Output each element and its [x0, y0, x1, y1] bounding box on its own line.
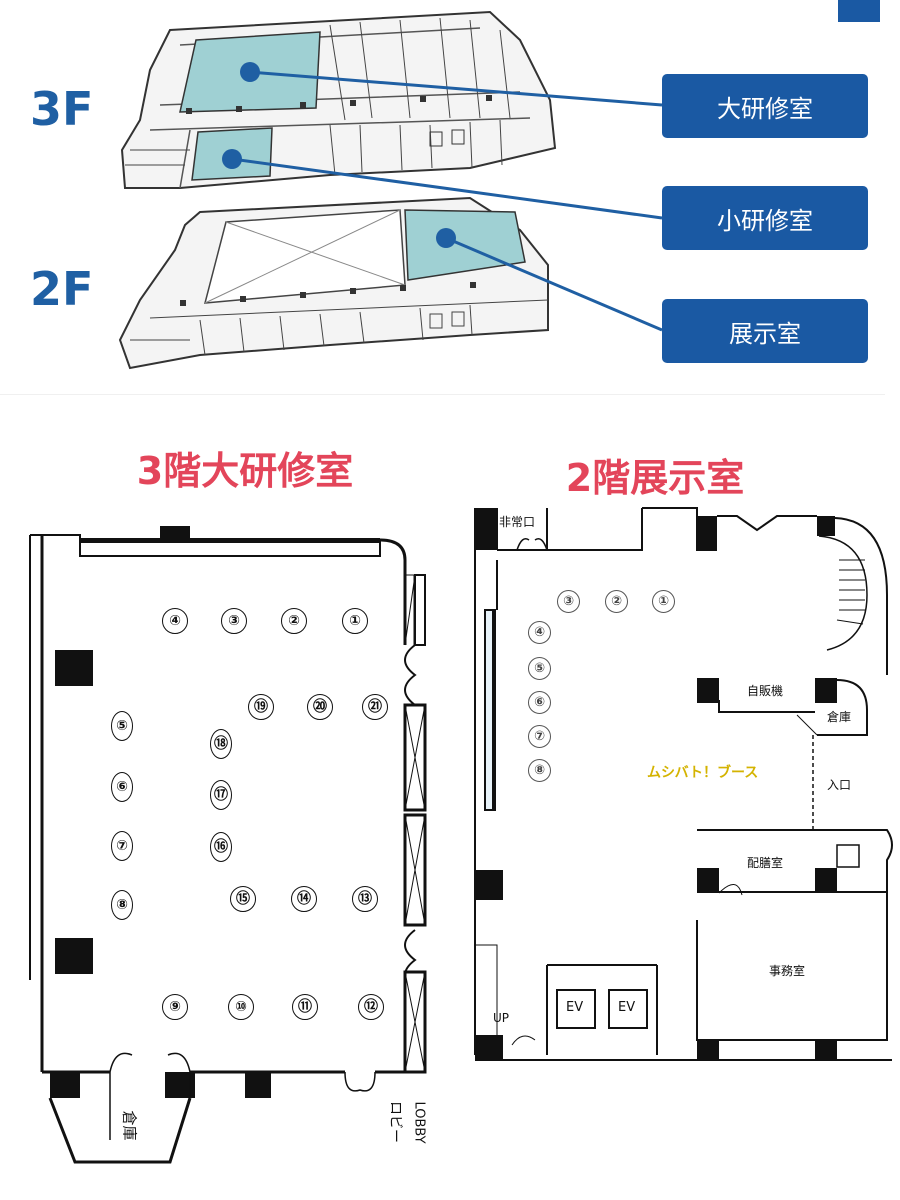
right-plan-drawing — [474, 507, 893, 1061]
booth-marker-8: ⑧ — [528, 759, 551, 782]
entrance-label: 入口 — [827, 778, 852, 792]
marker-6: ⑥ — [111, 772, 133, 802]
lobby-en-label: LOBBY — [411, 1101, 427, 1144]
lobby-jp-label: ロビー — [387, 1101, 403, 1143]
marker-7: ⑦ — [111, 831, 133, 861]
marker-18: ⑱ — [210, 729, 232, 759]
marker-3: ③ — [221, 608, 247, 634]
right-plan-title: 2階展示室 — [565, 456, 745, 500]
marker-19: ⑲ — [248, 694, 274, 720]
marker-10: ⑩ — [228, 994, 254, 1020]
booth-marker-3: ③ — [557, 590, 580, 613]
booth-marker-2: ② — [605, 590, 628, 613]
marker-17: ⑰ — [210, 780, 232, 810]
storage-label: 倉庫 — [120, 1110, 139, 1141]
small-training-room-button[interactable]: 小研修室 — [662, 186, 868, 250]
marker-14: ⑭ — [291, 886, 317, 912]
exhibition-room-button[interactable]: 展示室 — [662, 299, 868, 363]
marker-2: ② — [281, 608, 307, 634]
office-label: 事務室 — [769, 964, 806, 978]
booth-marker-4: ④ — [528, 621, 551, 644]
marker-4: ④ — [162, 608, 188, 634]
floor-overview-panel: 3F 2F 大研修室 小研修室 展示室 — [0, 0, 885, 395]
left-plan-title: 3階大研修室 — [136, 449, 354, 493]
floor-2f-label: 2F — [30, 262, 94, 316]
marker-5: ⑤ — [111, 711, 133, 741]
storage-label-2f: 倉庫 — [827, 710, 852, 724]
elevator-1-label: EV — [566, 1000, 584, 1015]
marker-11: ⑪ — [292, 994, 318, 1020]
serving-room-label: 配膳室 — [747, 856, 784, 870]
floor-3f-label: 3F — [30, 82, 94, 136]
right-floor-plan: 非常口 ③ ② ① ④ ⑤ ⑥ ⑦ ⑧ 自販機 倉庫 ムシバト！ブース 入口 配… — [467, 500, 900, 1065]
booth-label: ムシバト！ブース — [647, 765, 759, 781]
marker-20: ⑳ — [307, 694, 333, 720]
floor-overview-drawing — [0, 0, 885, 395]
left-plan-drawing — [29, 526, 427, 1164]
marker-13: ⑬ — [352, 886, 378, 912]
booth-marker-6: ⑥ — [528, 691, 551, 714]
vending-machine-label: 自販機 — [747, 684, 784, 698]
marker-12: ⑫ — [358, 994, 384, 1020]
large-training-room-button[interactable]: 大研修室 — [662, 74, 868, 138]
left-floor-plan: ④ ③ ② ① ⑤ ⑥ ⑦ ⑧ ⑲ ⑳ ㉑ ⑱ ⑰ ⑯ ⑮ ⑭ ⑬ ⑨ ⑩ ⑪ … — [20, 500, 455, 1200]
marker-15: ⑮ — [230, 886, 256, 912]
marker-16: ⑯ — [210, 832, 232, 862]
emergency-exit-label: 非常口 — [499, 515, 536, 529]
booth-marker-1: ① — [652, 590, 675, 613]
booth-marker-7: ⑦ — [528, 725, 551, 748]
marker-21: ㉑ — [362, 694, 388, 720]
marker-9: ⑨ — [162, 994, 188, 1020]
booth-marker-5: ⑤ — [528, 657, 551, 680]
marker-1: ① — [342, 608, 368, 634]
marker-8: ⑧ — [111, 890, 133, 920]
up-label: UP — [493, 1011, 510, 1025]
elevator-2-label: EV — [618, 1000, 636, 1015]
